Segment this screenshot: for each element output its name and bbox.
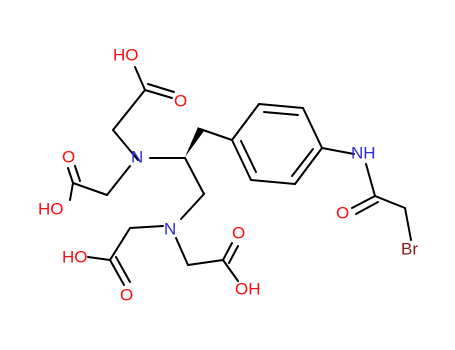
ring-bond-5	[250, 179, 296, 185]
bond-ch2-c-left	[72, 182, 108, 196]
label-o-br: O	[232, 223, 245, 242]
bond-lines	[67, 66, 412, 286]
bond-c-oh-br	[222, 259, 239, 282]
label-n-upper: N	[131, 147, 143, 166]
label-br: Br	[401, 239, 418, 258]
bond-c-oh-bl	[87, 256, 111, 261]
bond-c-o-double-left-1	[67, 167, 74, 184]
bond-c-o-double-bl-1	[109, 259, 125, 286]
bond-c-oh-left	[69, 182, 74, 201]
bond-chiral-ch2-down	[184, 157, 205, 195]
bond-ch2-c-br	[187, 259, 224, 266]
label-oh-br: OH	[235, 279, 261, 298]
bond-c-o-double-br-1	[222, 242, 233, 261]
ring-bond-2	[258, 103, 304, 109]
label-oh-top: HO	[113, 45, 139, 64]
bond-upper-n-ch2-left	[106, 165, 131, 196]
atom-labels: HO O N O HO N HO O O OH NH O Br	[38, 45, 418, 304]
bond-c-o-double-top-2	[147, 83, 175, 93]
ring-inner-bond-a	[263, 111, 299, 116]
ring-inner-bond-c	[240, 140, 257, 173]
label-oh-left: HO	[38, 199, 64, 218]
label-o-top: O	[174, 91, 187, 110]
ring-inner-bond-b	[291, 148, 314, 177]
ring-bond-6	[231, 139, 252, 181]
bond-ring-nh	[321, 147, 355, 155]
bond-benzyl-ring	[199, 128, 233, 141]
bond-lower-n-ch2-left	[129, 225, 164, 229]
bond-lower-n-ch2-right	[175, 237, 189, 266]
bond-c-o-double-bl-2	[115, 256, 131, 283]
wedge-bond-chiral-benzyl	[185, 127, 204, 157]
label-oh-bl: HO	[62, 247, 88, 266]
bond-ch2-br	[404, 207, 412, 241]
label-o-amide: O	[336, 203, 349, 222]
label-o-bl: O	[120, 285, 133, 304]
bond-ch2-lower-n	[180, 193, 205, 220]
bond-amide-co-1	[351, 195, 376, 209]
label-n-lower: N	[164, 219, 176, 238]
bond-amide-co-2	[355, 201, 379, 215]
bond-c-o-double-left-2	[74, 165, 81, 182]
bond-c-oh-top	[134, 66, 146, 91]
bond-amide-ch2	[374, 195, 406, 209]
bond-nh-amide-c	[365, 163, 376, 197]
bond-c-o-double-br-2	[228, 245, 239, 264]
bond-ch2-c-bl	[109, 227, 131, 261]
bond-ch2-ccooh-top	[112, 89, 146, 131]
ring-bond-4	[294, 147, 323, 185]
bond-ch2-upper-n	[112, 129, 139, 161]
label-o-left: O	[62, 147, 75, 166]
bond-c-o-double-top-1	[144, 89, 173, 99]
label-nh: NH	[351, 143, 376, 162]
ring-bond-3	[302, 107, 323, 149]
ring-bond-1	[231, 103, 260, 141]
